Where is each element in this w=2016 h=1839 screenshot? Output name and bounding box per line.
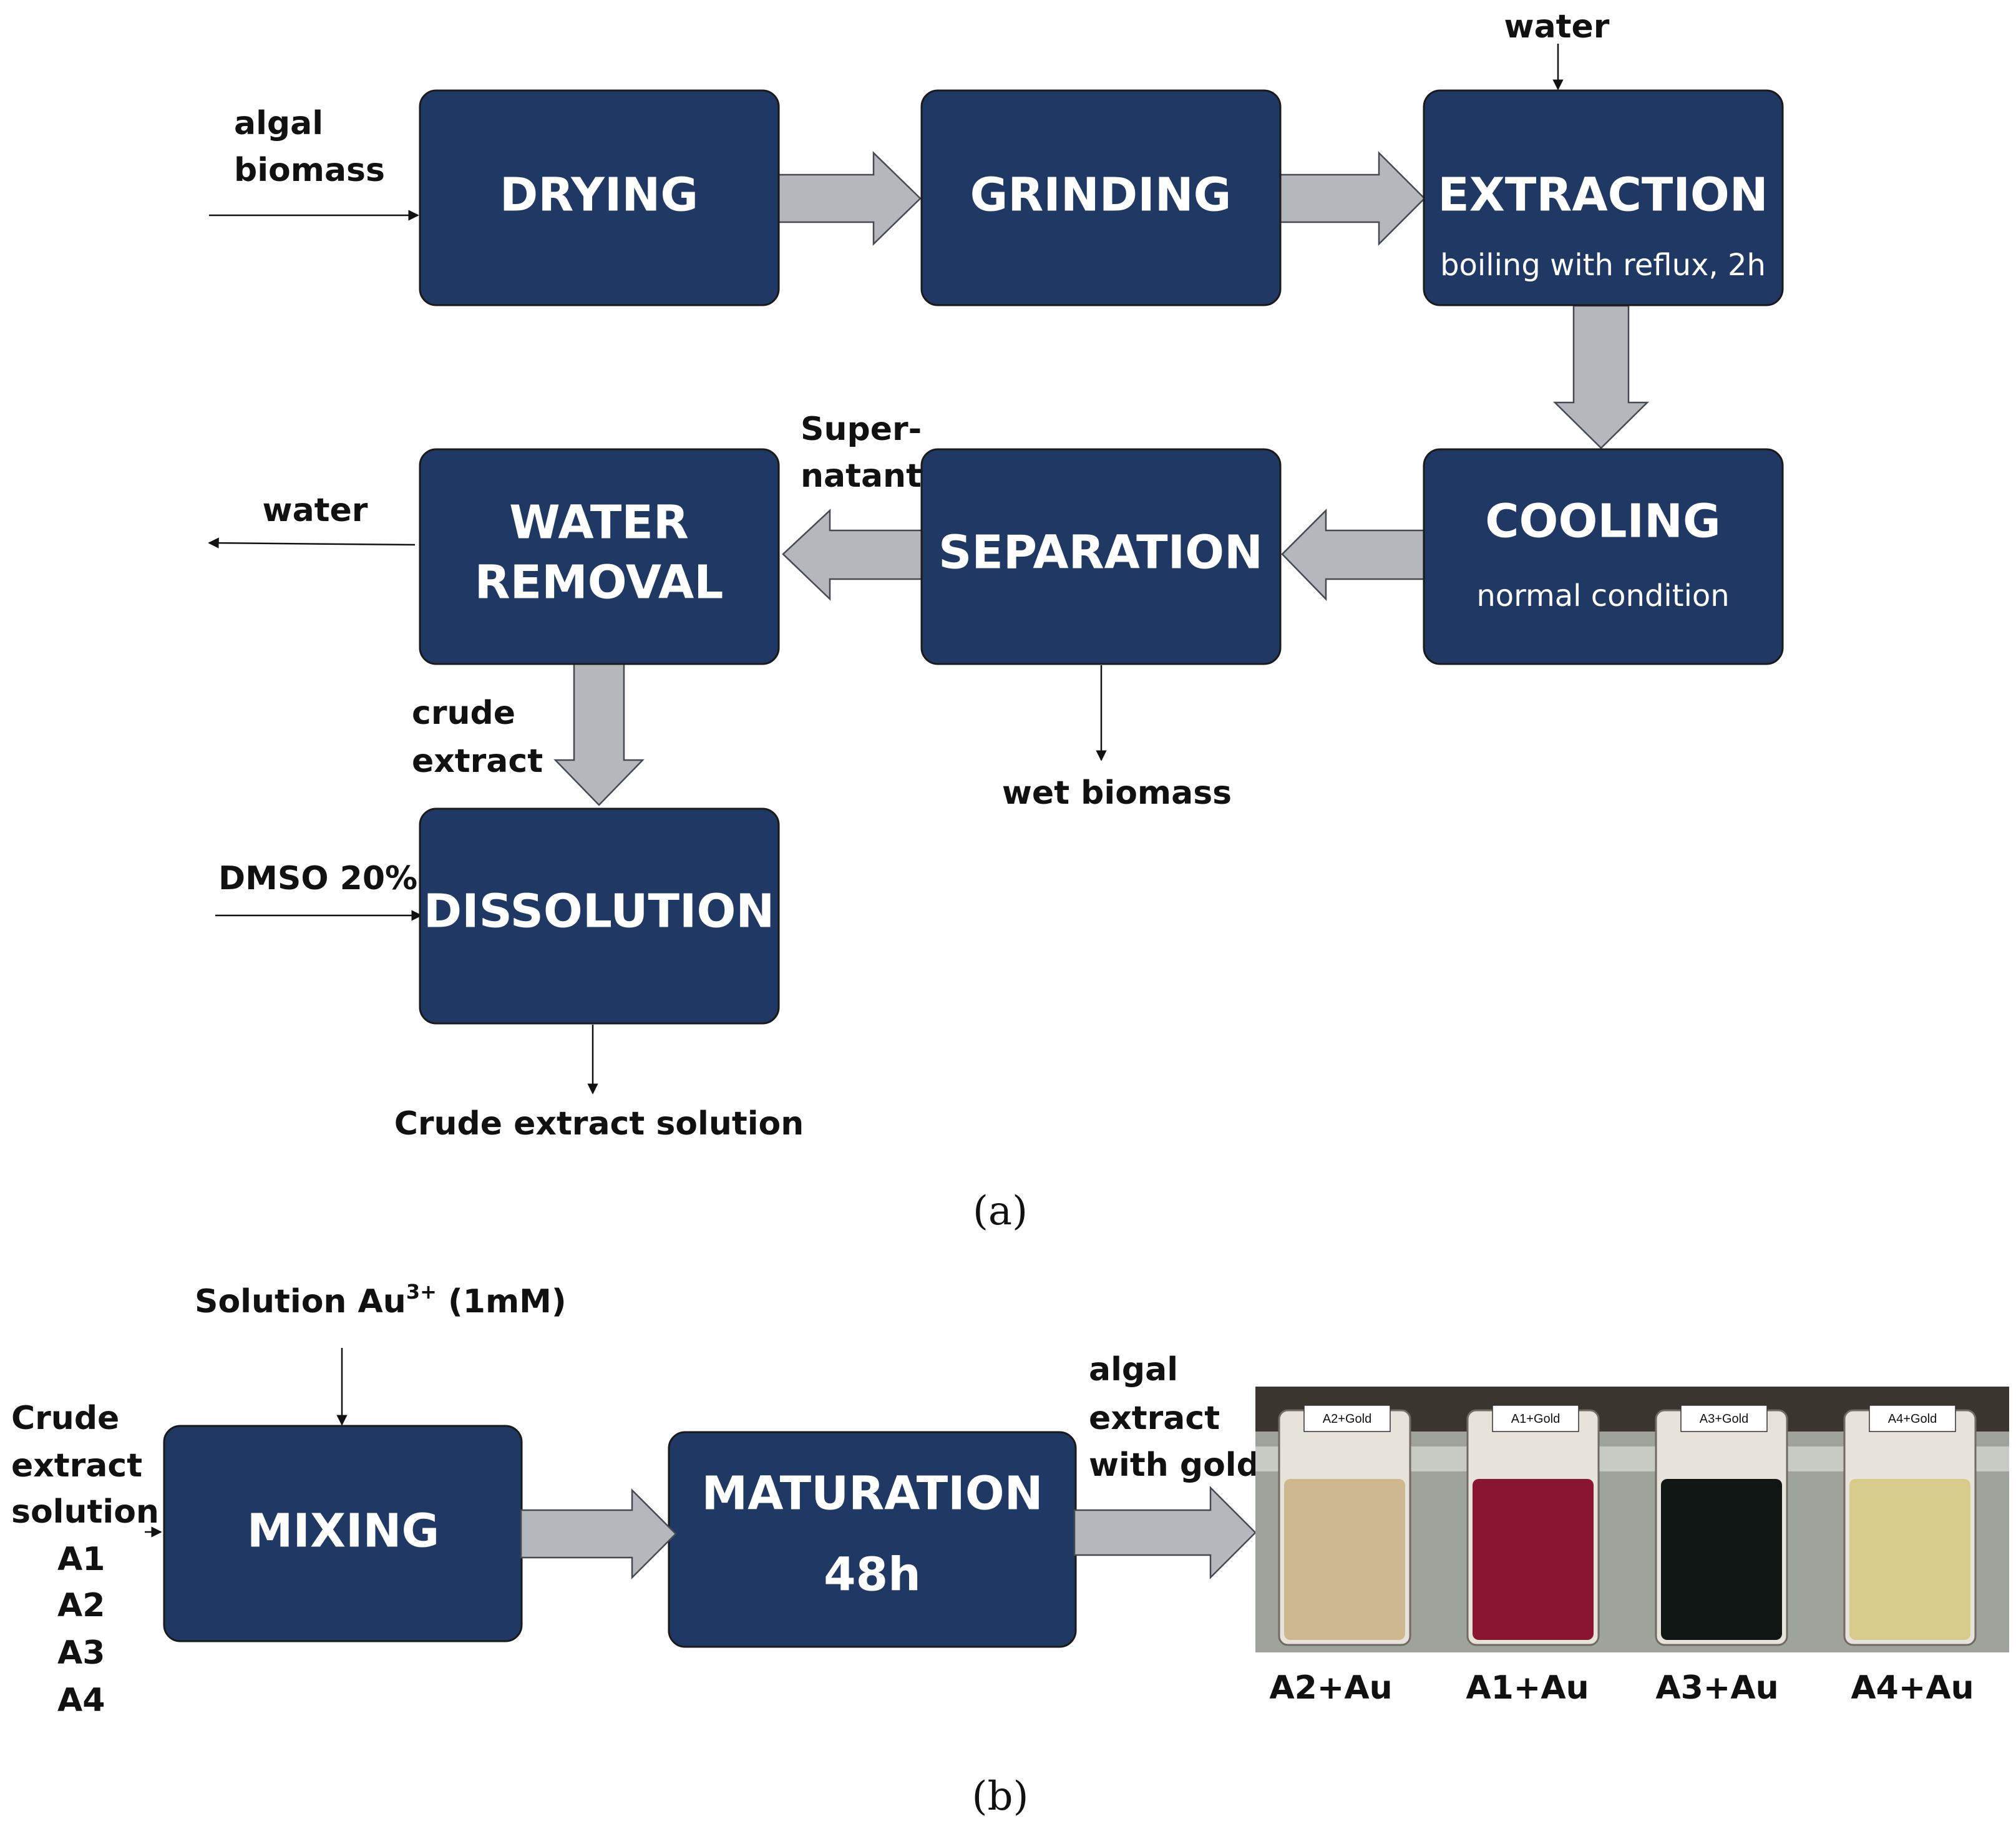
dissolution-box: DISSOLUTION <box>419 807 780 1025</box>
panel-a: DRYING GRINDING EXTRACTION boiling with … <box>208 8 1784 1234</box>
arrow-mixing-to-maturation <box>520 1488 677 1580</box>
arrow-cooling-to-separation <box>1281 508 1427 602</box>
label-natant: natant <box>801 457 922 495</box>
label-extract: extract <box>412 743 543 780</box>
input-line-a1: A1 <box>57 1541 105 1578</box>
input-line-a3: A3 <box>57 1634 105 1672</box>
vial-liquid <box>1284 1479 1405 1640</box>
arrow-extraction-to-cooling <box>1552 305 1650 449</box>
sample-vials-photo: A2+Gold A1+Gold A3+Gold A4+Gold <box>1255 1387 2009 1652</box>
separation-title: SEPARATION <box>938 526 1263 580</box>
sample-label: A4+Au <box>1851 1669 1974 1707</box>
drying-title: DRYING <box>500 168 698 222</box>
caption-b: (b) <box>972 1773 1029 1820</box>
maturation-title: MATURATION <box>701 1467 1043 1521</box>
separation-box: SEPARATION <box>920 448 1282 665</box>
sample-labels: A2+Au A1+Au A3+Au A4+Au <box>1269 1669 1974 1707</box>
input-line-a4: A4 <box>57 1682 105 1719</box>
vial-tag-text: A2+Gold <box>1323 1412 1371 1426</box>
label-water-out: water <box>263 492 368 529</box>
input-line-solution: solution <box>11 1493 159 1531</box>
sample-label: A3+Au <box>1655 1669 1778 1707</box>
sample-label: A2+Au <box>1269 1669 1392 1707</box>
arrow-water-removal-to-dissolution <box>553 661 645 806</box>
grinding-box: GRINDING <box>920 89 1282 306</box>
dissolution-title: DISSOLUTION <box>424 885 775 939</box>
label-solution-au-main: Solution Au <box>195 1283 406 1320</box>
label-algal: algal <box>234 105 323 142</box>
label-wet-biomass: wet biomass <box>1002 774 1232 812</box>
caption-a: (a) <box>973 1188 1028 1234</box>
label-crude-extract-solution: Crude extract solution <box>394 1105 804 1143</box>
vial-tag-text: A3+Gold <box>1700 1412 1748 1426</box>
label-crude: crude <box>412 695 515 732</box>
vial-liquid <box>1849 1479 1970 1640</box>
label-solution-au: Solution Au3+ (1mM) <box>195 1280 567 1320</box>
output-label-extract: extract <box>1089 1400 1220 1437</box>
vial-tag-text: A4+Gold <box>1888 1412 1937 1426</box>
vial-tag <box>1680 1405 1768 1432</box>
panel-b: Solution Au3+ (1mM) Crude extract soluti… <box>11 1280 2009 1820</box>
label-dmso: DMSO 20% <box>218 860 417 897</box>
vial-tag <box>1303 1405 1391 1432</box>
input-line-crude: Crude <box>11 1400 119 1437</box>
input-line-a2: A2 <box>57 1587 105 1624</box>
arrow-drying-to-grinding <box>776 151 922 246</box>
extraction-box: EXTRACTION boiling with reflux, 2h <box>1423 89 1784 306</box>
label-biomass: biomass <box>234 152 385 189</box>
sample-label: A1+Au <box>1466 1669 1589 1707</box>
vial-tag-text: A1+Gold <box>1511 1412 1560 1426</box>
vial-liquid <box>1661 1479 1782 1640</box>
label-super: Super- <box>801 411 922 448</box>
maturation-box: MATURATION 48h <box>668 1431 1077 1648</box>
label-solution-au-sup: 3+ <box>406 1280 437 1304</box>
grinding-title: GRINDING <box>970 168 1232 222</box>
label-water-in: water <box>1504 8 1610 46</box>
vial-tag <box>1869 1405 1956 1432</box>
maturation-subtitle: 48h <box>824 1548 921 1602</box>
water-removal-box: WATER REMOVAL <box>419 448 780 665</box>
sample-tubes: A2+Gold A1+Gold A3+Gold A4+Gold <box>1278 1405 1977 1646</box>
cooling-subtitle: normal condition <box>1476 578 1729 613</box>
input-line-extract: extract <box>11 1447 142 1485</box>
drying-box: DRYING <box>419 89 780 306</box>
mixing-title: MIXING <box>247 1505 439 1558</box>
label-solution-au-conc: (1mM) <box>437 1283 567 1320</box>
mixing-box: MIXING <box>163 1425 523 1642</box>
extraction-subtitle: boiling with reflux, 2h <box>1440 248 1766 283</box>
output-label-with-gold: with gold <box>1089 1446 1260 1484</box>
cooling-box: COOLING normal condition <box>1423 448 1784 665</box>
arrow-grinding-to-extraction <box>1275 150 1426 246</box>
extraction-title: EXTRACTION <box>1438 168 1768 222</box>
arrow-water-out <box>208 537 416 549</box>
vial-liquid <box>1473 1479 1594 1640</box>
arrow-separation-to-water-removal <box>782 509 925 601</box>
vial-tag <box>1492 1405 1579 1432</box>
output-label-algal: algal <box>1089 1351 1178 1388</box>
water-removal-title-line1: WATER <box>509 496 689 550</box>
arrow-maturation-to-samples <box>1073 1485 1257 1580</box>
water-removal-title-line2: REMOVAL <box>475 556 724 610</box>
cooling-title: COOLING <box>1485 495 1720 549</box>
